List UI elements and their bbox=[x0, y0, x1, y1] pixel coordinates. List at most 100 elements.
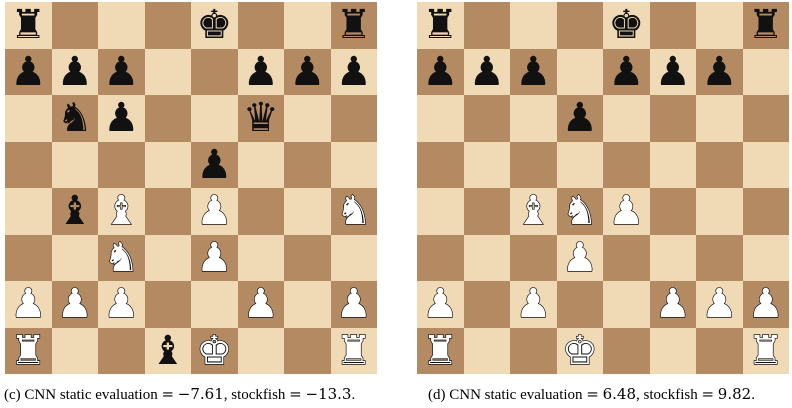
square-a5[interactable] bbox=[5, 141, 52, 188]
square-d8[interactable] bbox=[144, 2, 191, 49]
square-e1[interactable] bbox=[603, 327, 650, 374]
white-pawn-icon[interactable]: ♟ bbox=[561, 234, 598, 281]
square-d6[interactable] bbox=[144, 95, 191, 142]
square-h7[interactable] bbox=[742, 48, 789, 95]
black-bishop-icon[interactable]: ♝ bbox=[149, 327, 186, 374]
square-e7[interactable] bbox=[191, 48, 238, 95]
square-g6[interactable] bbox=[696, 95, 743, 142]
white-rook-icon[interactable]: ♜ bbox=[747, 327, 784, 374]
square-a7[interactable]: ♟ bbox=[5, 48, 52, 95]
square-b2[interactable]: ♟ bbox=[51, 281, 98, 328]
square-c1[interactable] bbox=[98, 327, 145, 374]
square-b8[interactable] bbox=[463, 2, 510, 49]
square-a6[interactable] bbox=[417, 95, 464, 142]
black-king-icon[interactable]: ♚ bbox=[608, 2, 645, 49]
square-d1[interactable]: ♝ bbox=[144, 327, 191, 374]
square-f8[interactable] bbox=[237, 2, 284, 49]
square-h1[interactable]: ♜ bbox=[330, 327, 377, 374]
square-d8[interactable] bbox=[556, 2, 603, 49]
square-h3[interactable] bbox=[330, 234, 377, 281]
square-a1[interactable]: ♜ bbox=[5, 327, 52, 374]
white-knight-icon[interactable]: ♞ bbox=[561, 188, 598, 235]
white-pawn-icon[interactable]: ♟ bbox=[10, 281, 47, 328]
black-bishop-icon[interactable]: ♝ bbox=[56, 188, 93, 235]
square-g3[interactable] bbox=[284, 234, 331, 281]
square-b2[interactable] bbox=[463, 281, 510, 328]
square-d3[interactable] bbox=[144, 234, 191, 281]
white-rook-icon[interactable]: ♜ bbox=[422, 327, 459, 374]
black-pawn-icon[interactable]: ♟ bbox=[335, 48, 372, 95]
black-pawn-icon[interactable]: ♟ bbox=[242, 48, 279, 95]
white-rook-icon[interactable]: ♜ bbox=[10, 327, 47, 374]
square-b3[interactable] bbox=[463, 234, 510, 281]
black-pawn-icon[interactable]: ♟ bbox=[561, 95, 598, 142]
square-f8[interactable] bbox=[649, 2, 696, 49]
white-pawn-icon[interactable]: ♟ bbox=[196, 234, 233, 281]
square-c5[interactable] bbox=[510, 141, 557, 188]
black-king-icon[interactable]: ♚ bbox=[196, 2, 233, 49]
square-e4[interactable]: ♟ bbox=[191, 188, 238, 235]
square-c2[interactable]: ♟ bbox=[98, 281, 145, 328]
black-pawn-icon[interactable]: ♟ bbox=[608, 48, 645, 95]
square-c1[interactable] bbox=[510, 327, 557, 374]
square-c5[interactable] bbox=[98, 141, 145, 188]
square-g6[interactable] bbox=[284, 95, 331, 142]
black-pawn-icon[interactable]: ♟ bbox=[701, 48, 738, 95]
square-g7[interactable]: ♟ bbox=[284, 48, 331, 95]
square-c7[interactable]: ♟ bbox=[98, 48, 145, 95]
square-e6[interactable] bbox=[191, 95, 238, 142]
square-c7[interactable]: ♟ bbox=[510, 48, 557, 95]
square-f1[interactable] bbox=[237, 327, 284, 374]
square-a6[interactable] bbox=[5, 95, 52, 142]
square-d5[interactable] bbox=[556, 141, 603, 188]
square-e3[interactable]: ♟ bbox=[191, 234, 238, 281]
square-a3[interactable] bbox=[417, 234, 464, 281]
square-e8[interactable]: ♚ bbox=[603, 2, 650, 49]
white-pawn-icon[interactable]: ♟ bbox=[608, 188, 645, 235]
white-pawn-icon[interactable]: ♟ bbox=[196, 188, 233, 235]
square-h8[interactable]: ♜ bbox=[330, 2, 377, 49]
square-c6[interactable] bbox=[510, 95, 557, 142]
square-h5[interactable] bbox=[742, 141, 789, 188]
black-pawn-icon[interactable]: ♟ bbox=[468, 48, 505, 95]
square-c4[interactable]: ♝ bbox=[98, 188, 145, 235]
white-pawn-icon[interactable]: ♟ bbox=[654, 281, 691, 328]
square-h5[interactable] bbox=[330, 141, 377, 188]
white-pawn-icon[interactable]: ♟ bbox=[747, 281, 784, 328]
square-a8[interactable]: ♜ bbox=[417, 2, 464, 49]
square-h6[interactable] bbox=[330, 95, 377, 142]
square-c2[interactable]: ♟ bbox=[510, 281, 557, 328]
square-c6[interactable]: ♟ bbox=[98, 95, 145, 142]
square-f4[interactable] bbox=[237, 188, 284, 235]
square-h4[interactable] bbox=[742, 188, 789, 235]
square-h6[interactable] bbox=[742, 95, 789, 142]
white-king-icon[interactable]: ♚ bbox=[196, 327, 233, 374]
square-b3[interactable] bbox=[51, 234, 98, 281]
square-a7[interactable]: ♟ bbox=[417, 48, 464, 95]
square-d3[interactable]: ♟ bbox=[556, 234, 603, 281]
square-e4[interactable]: ♟ bbox=[603, 188, 650, 235]
square-d7[interactable] bbox=[144, 48, 191, 95]
square-d4[interactable] bbox=[144, 188, 191, 235]
square-h3[interactable] bbox=[742, 234, 789, 281]
square-h2[interactable]: ♟ bbox=[742, 281, 789, 328]
square-f5[interactable] bbox=[237, 141, 284, 188]
square-g1[interactable] bbox=[284, 327, 331, 374]
square-a3[interactable] bbox=[5, 234, 52, 281]
square-f5[interactable] bbox=[649, 141, 696, 188]
square-h2[interactable]: ♟ bbox=[330, 281, 377, 328]
black-rook-icon[interactable]: ♜ bbox=[747, 2, 784, 49]
white-king-icon[interactable]: ♚ bbox=[561, 327, 598, 374]
square-f7[interactable]: ♟ bbox=[237, 48, 284, 95]
square-f2[interactable]: ♟ bbox=[237, 281, 284, 328]
white-rook-icon[interactable]: ♜ bbox=[335, 327, 372, 374]
square-f6[interactable]: ♛ bbox=[237, 95, 284, 142]
square-c8[interactable] bbox=[510, 2, 557, 49]
square-b6[interactable] bbox=[463, 95, 510, 142]
square-f6[interactable] bbox=[649, 95, 696, 142]
black-pawn-icon[interactable]: ♟ bbox=[103, 48, 140, 95]
square-a8[interactable]: ♜ bbox=[5, 2, 52, 49]
square-g3[interactable] bbox=[696, 234, 743, 281]
white-bishop-icon[interactable]: ♝ bbox=[515, 188, 552, 235]
square-c3[interactable]: ♞ bbox=[98, 234, 145, 281]
